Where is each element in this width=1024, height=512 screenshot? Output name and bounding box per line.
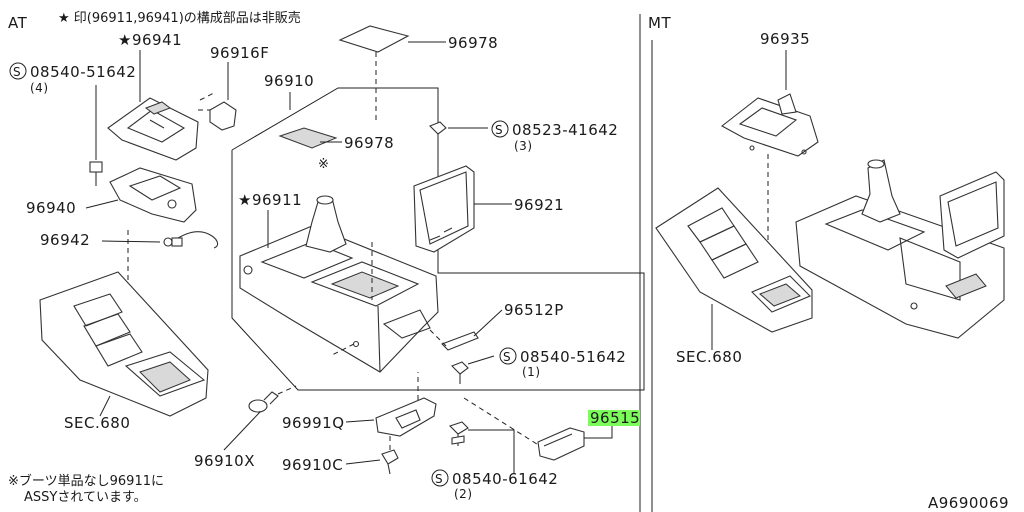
section-mt-label: MT <box>648 14 671 32</box>
label-96512P: 96512P <box>504 301 564 319</box>
label-qty2: (2) <box>454 487 473 501</box>
part-96940-bracket <box>109 167 197 223</box>
s-mark-text-2: S <box>495 123 503 137</box>
label-96515[interactable]: 96515 <box>590 409 640 427</box>
highlight-96515 <box>588 410 640 426</box>
label-qty1: (1) <box>522 365 541 379</box>
label-96910X: 96910X <box>194 452 255 470</box>
s-mark-text: S <box>13 65 21 79</box>
asterisk-mark: ※ <box>318 157 329 172</box>
s-mark-text-3: S <box>503 350 511 364</box>
part-96911-console <box>239 225 439 373</box>
label-96942: 96942 <box>40 231 90 249</box>
s-mark-icon-2 <box>491 120 509 138</box>
leader-96910X <box>223 411 261 451</box>
part-96942-harness <box>163 231 219 249</box>
part-96916F <box>198 101 237 131</box>
part-sec680-console-right <box>655 187 813 333</box>
label-qty4: (4) <box>30 81 49 95</box>
note-boot-line2: ASSYされています。 <box>24 490 147 505</box>
label-96941: ★96941 <box>118 31 182 49</box>
label-sec680-left: SEC.680 <box>64 414 130 432</box>
label-96921: 96921 <box>514 196 564 214</box>
part-shift-boot <box>305 195 347 253</box>
label-qty3: (3) <box>514 139 533 153</box>
part-96512P-bracket <box>429 329 479 351</box>
leader-08540-51642-b <box>467 355 495 365</box>
console-screw <box>352 340 360 348</box>
part-96515 <box>537 427 585 461</box>
leader-sec680-left <box>99 395 111 417</box>
screw-08540-51642-b <box>451 361 469 384</box>
leader-96910C <box>345 459 381 465</box>
leader-96942 <box>101 240 161 243</box>
part-96978-mid-lid <box>278 127 338 149</box>
note-non-sale: ★ 印(96911,96941)の構成部品は非販売 <box>58 10 301 26</box>
leader-96515 <box>584 426 613 439</box>
leader-08540-61642 <box>468 429 515 474</box>
leader-96940 <box>85 199 119 209</box>
label-08540-51642-a: 08540-51642 <box>30 63 136 81</box>
label-96978-mid: 96978 <box>344 134 394 152</box>
part-mt-console-assembly <box>795 159 1005 339</box>
label-96978-top: 96978 <box>448 34 498 52</box>
label-96940: 96940 <box>26 199 76 217</box>
part-sec680-console-left <box>39 271 209 417</box>
part-96991Q-bracket <box>375 397 437 437</box>
screw-left-upper <box>89 161 103 186</box>
label-96911: ★96911 <box>238 191 302 209</box>
part-96935-boot-cover <box>720 93 819 157</box>
label-08540-51642-b: 08540-51642 <box>520 348 626 366</box>
note-boot-line1: ※ブーツ単品なし96911に <box>8 473 164 489</box>
label-96916F: 96916F <box>210 44 269 62</box>
screw-08523-41642 <box>429 121 447 148</box>
section-at-label: AT <box>8 14 28 32</box>
label-96910: 96910 <box>264 72 314 90</box>
part-96910X-clip <box>248 391 279 413</box>
label-96991Q: 96991Q <box>282 414 345 432</box>
assembly-frame-96910 <box>231 87 645 391</box>
guide-left-2 <box>199 91 217 101</box>
label-96935: 96935 <box>760 30 810 48</box>
part-96910C-clip <box>381 449 399 475</box>
s-mark-text-4: S <box>435 472 443 486</box>
part-96921-lid <box>413 165 475 253</box>
leader-96512P <box>473 309 503 337</box>
part-96978-top-lid <box>338 25 410 53</box>
leader-96991Q <box>345 419 375 423</box>
s-mark-icon-4 <box>431 469 449 487</box>
label-08540-61642: 08540-61642 <box>452 470 558 488</box>
s-mark-icon <box>9 62 27 80</box>
guide-96515 <box>463 397 541 447</box>
ref-code: A9690069 <box>928 494 1009 512</box>
part-96941-indicator-cover <box>107 97 199 161</box>
guide-96910X <box>277 385 297 395</box>
label-sec680-right: SEC.680 <box>676 348 742 366</box>
screw-08540-61642 <box>448 421 469 446</box>
label-08523-41642: 08523-41642 <box>512 121 618 139</box>
guide-console-screw <box>329 343 355 357</box>
label-96910C: 96910C <box>282 456 343 474</box>
s-mark-icon-3 <box>499 347 517 365</box>
